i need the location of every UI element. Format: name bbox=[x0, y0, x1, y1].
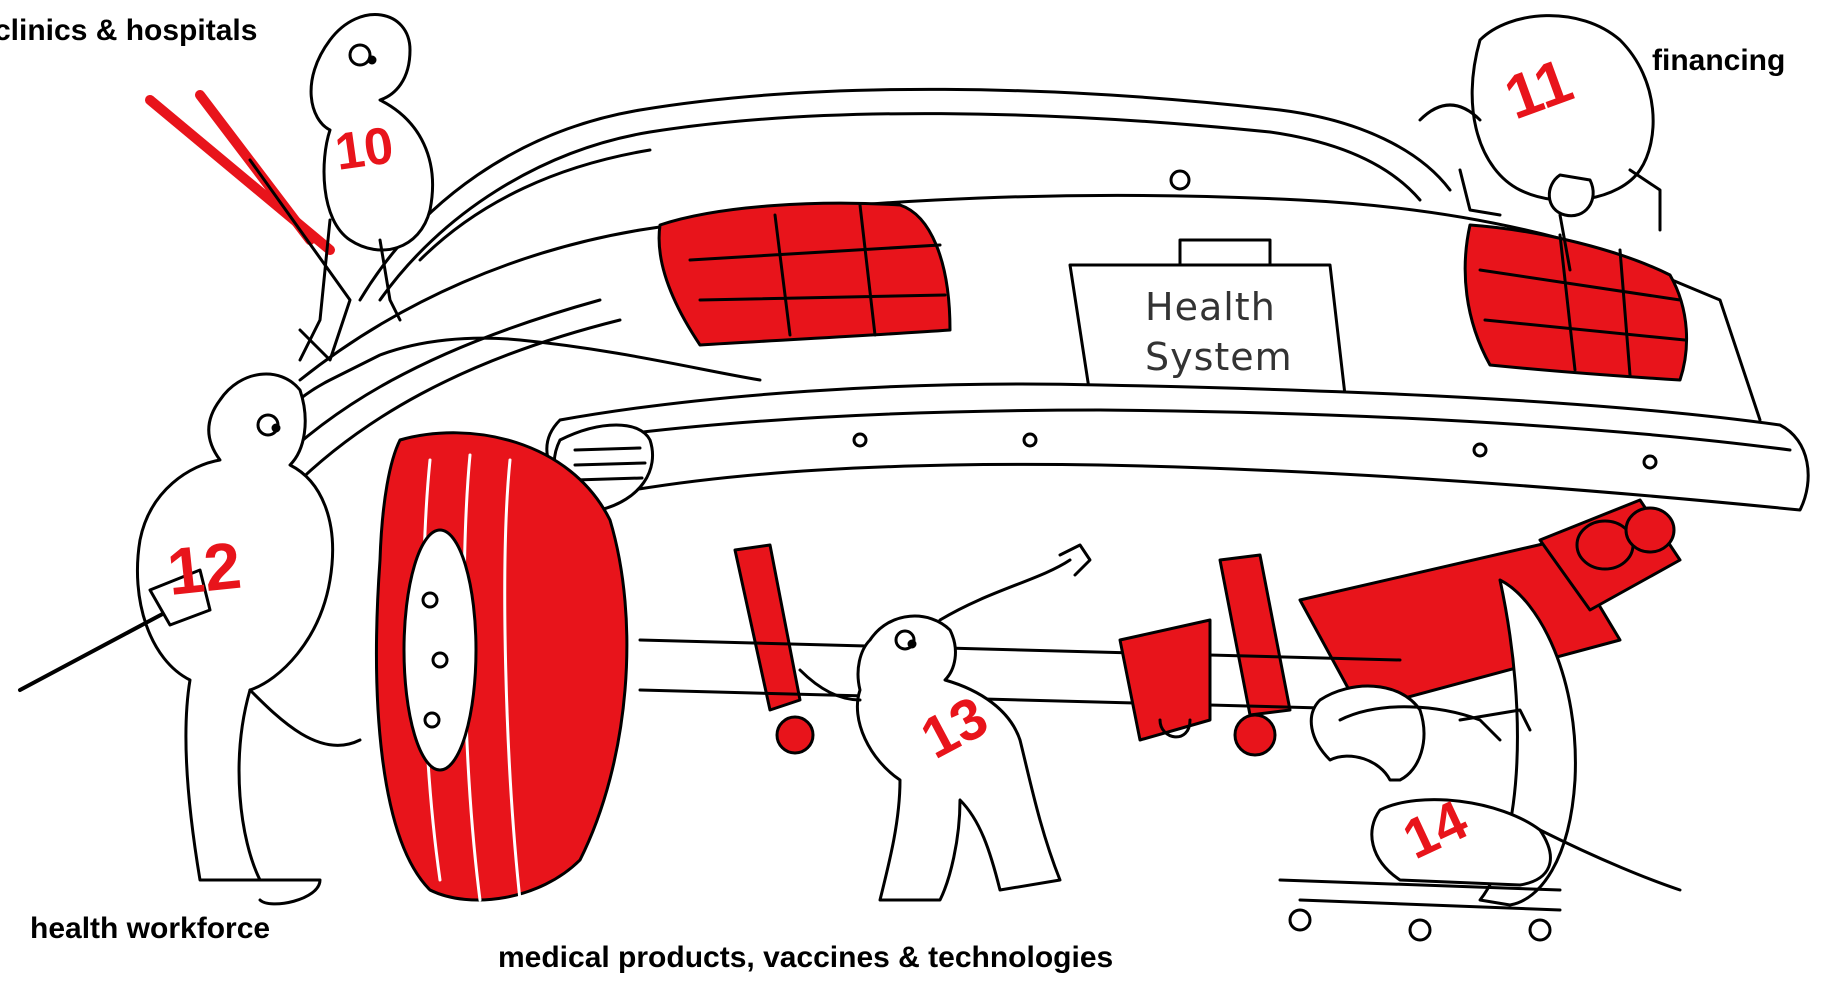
window-line bbox=[420, 150, 650, 260]
label-medical-products: medical products, vaccines & technologie… bbox=[498, 941, 1113, 975]
tail-light-right bbox=[1465, 225, 1686, 380]
rear-wheel-left bbox=[377, 433, 627, 900]
mechanic-12 bbox=[20, 374, 360, 904]
trunk-lock bbox=[1171, 171, 1189, 189]
label-financing: financing bbox=[1652, 44, 1785, 78]
rear-bumper bbox=[547, 384, 1808, 510]
plate-line-2: System bbox=[1145, 335, 1293, 379]
label-clinics-hospitals: clinics & hospitals bbox=[0, 14, 257, 48]
mechanic-10-number: 10 bbox=[332, 116, 397, 181]
mechanic-12-number: 12 bbox=[164, 528, 245, 609]
tail-light-left bbox=[659, 203, 950, 345]
mechanic-10 bbox=[150, 15, 433, 360]
mechanic-14 bbox=[1280, 686, 1680, 940]
plate-line-1: Health bbox=[1145, 285, 1276, 329]
label-health-workforce: health workforce bbox=[30, 912, 270, 946]
